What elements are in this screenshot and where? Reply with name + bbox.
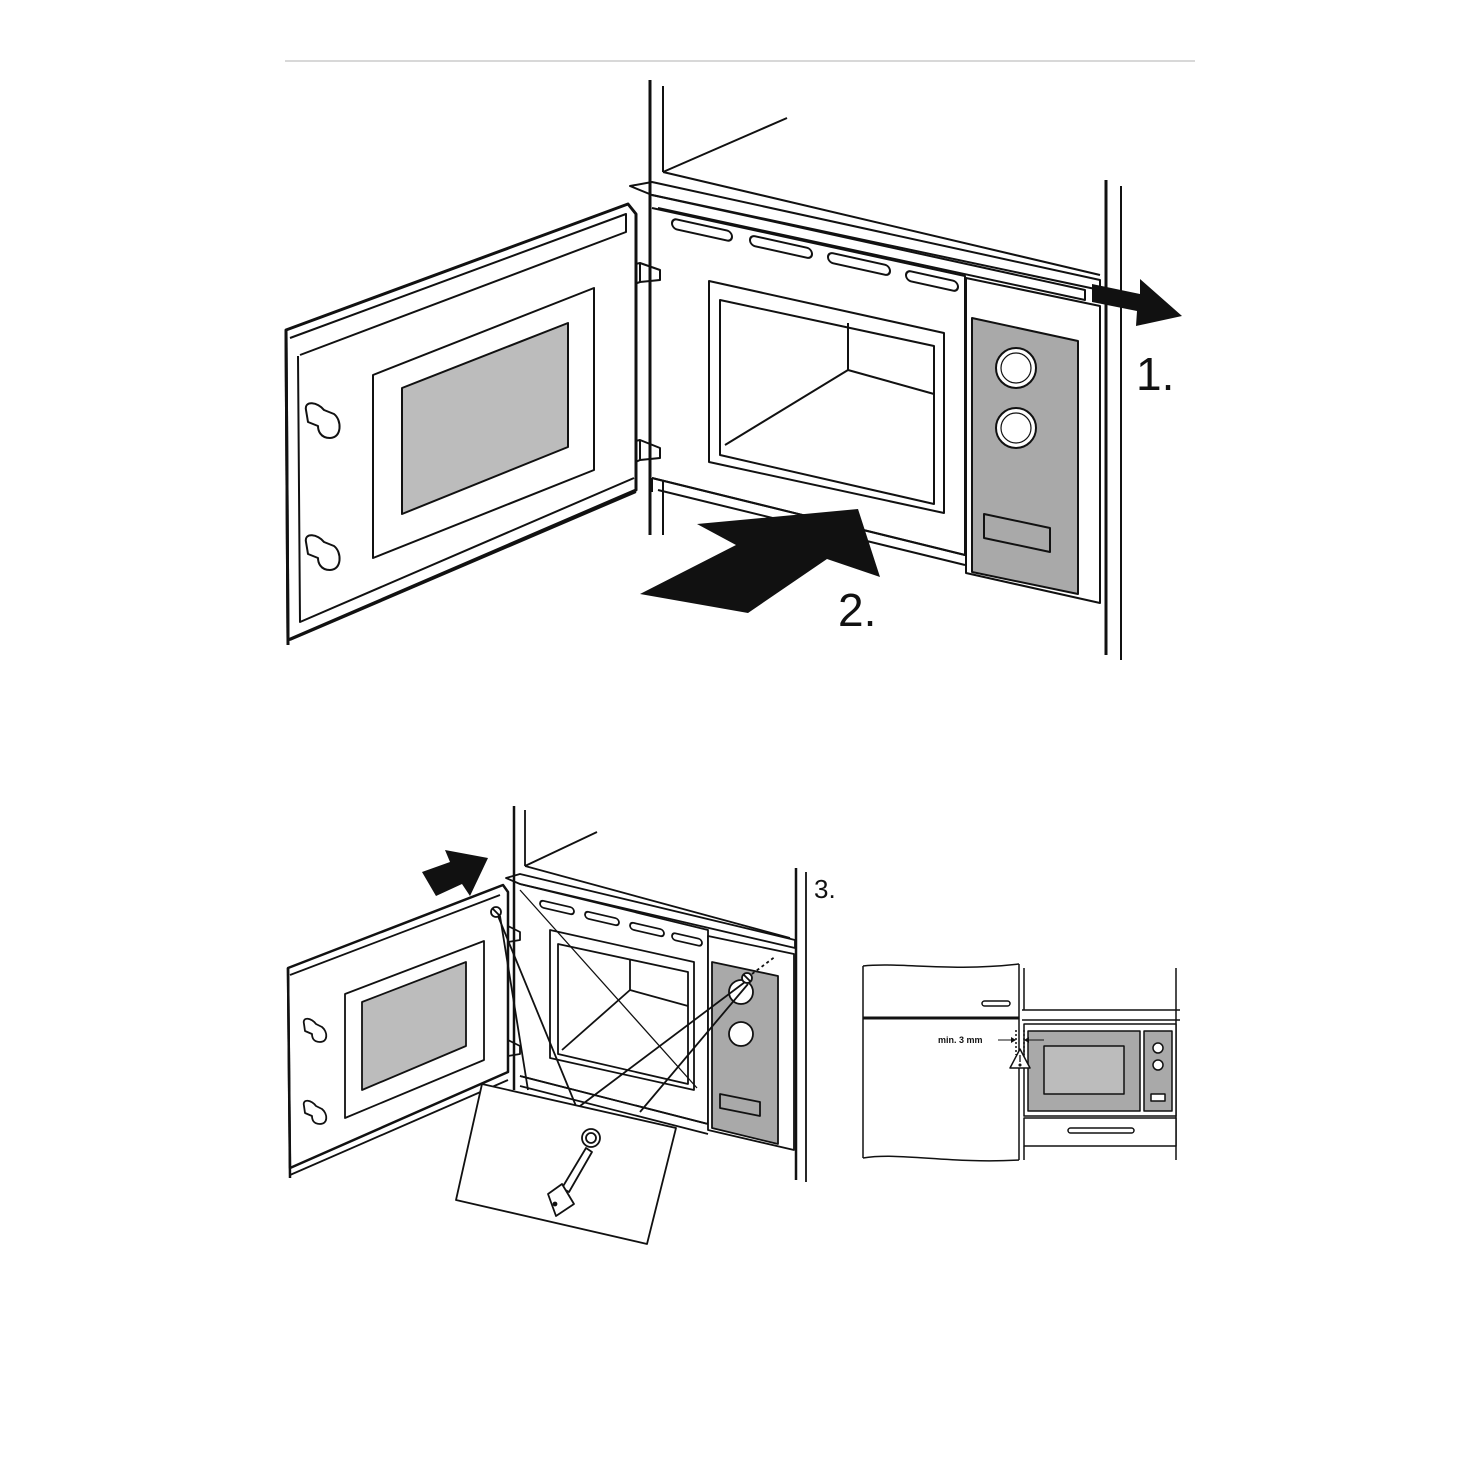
cavity-opening [708,280,945,514]
screwdriver-icon [547,1128,601,1217]
screw-right [741,972,753,984]
drawer [1023,1117,1177,1147]
step-3-label: 3. [814,874,836,904]
knob-icon [1152,1042,1164,1054]
figure-remove-and-insert [284,80,1182,660]
latch-hook-upper-small [302,1017,328,1043]
frame-top-strip [629,181,1101,301]
microwave-front [617,207,966,566]
adjacent-cabinet [862,963,1020,1162]
cabinet-niche-small [512,806,807,1182]
warning-triangle-icon [1009,1048,1031,1069]
clearance-label: min. 3 mm [938,1035,983,1045]
detail-callout [455,1083,677,1245]
knob-icon [728,1021,754,1047]
installed-microwave [1023,1023,1177,1117]
open-door [284,202,638,646]
cabinet-side-wall [1104,180,1122,660]
arrow-right-icon [1092,279,1182,326]
latch-hook-lower [304,534,341,571]
knob-icon [1152,1059,1164,1071]
latch-hook-lower-small [302,1099,328,1125]
vent-slot [671,218,733,242]
door-window-small [361,961,467,1091]
vent-slot [905,270,959,292]
arrow-diagonal-icon [422,850,488,896]
screw-left [490,906,502,918]
control-panel [965,277,1101,604]
figure-clearance [862,963,1180,1162]
latch-hook-upper [304,402,341,439]
vent-slot [749,235,813,259]
step-2-label: 2. [838,584,876,636]
vent-slot [827,252,891,276]
arrow-in-icon [640,509,880,613]
door-window [401,322,569,515]
display-window [983,513,1051,553]
step-1-label: 1. [1136,348,1174,400]
figure-fasten [286,806,807,1245]
